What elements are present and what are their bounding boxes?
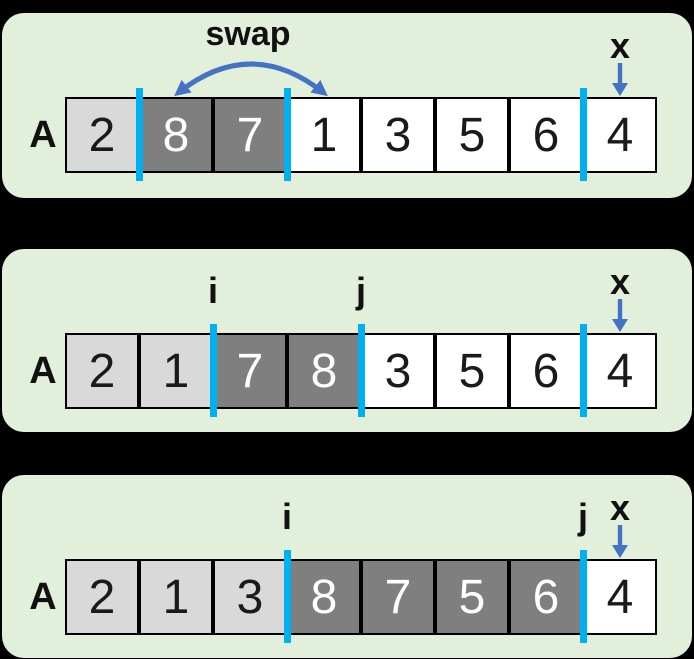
partition-bar xyxy=(579,324,587,417)
array-cell: 8 xyxy=(287,333,361,409)
pivot-label: x xyxy=(609,261,631,302)
partition-bar xyxy=(283,88,291,181)
array-cell: 5 xyxy=(435,333,509,409)
swap-label: swap xyxy=(205,15,291,53)
partition-bar xyxy=(579,88,587,181)
array-cell: 1 xyxy=(139,559,213,635)
array-cell: 7 xyxy=(213,97,287,173)
array-cell: 6 xyxy=(509,333,583,409)
array-label: A xyxy=(29,575,57,618)
pivot-label: x xyxy=(609,487,631,528)
index-label-j: j xyxy=(355,270,366,311)
index-label-i: i xyxy=(281,496,292,537)
swap-arrow-icon xyxy=(174,61,328,97)
array-cell: 4 xyxy=(583,333,657,409)
array-label: A xyxy=(29,113,57,156)
array-cell: 8 xyxy=(139,97,213,173)
array-cell: 2 xyxy=(65,333,139,409)
pivot-label: x xyxy=(609,25,631,66)
array-cell: 8 xyxy=(287,559,361,635)
index-label-j: j xyxy=(577,496,588,537)
partition-bar xyxy=(209,324,217,417)
partition-bar xyxy=(357,324,365,417)
array-cell: 7 xyxy=(213,333,287,409)
pivot-down-arrow-icon xyxy=(612,299,628,332)
array-cell: 5 xyxy=(435,559,509,635)
pivot-down-arrow-icon xyxy=(612,63,628,96)
array-cell: 4 xyxy=(583,559,657,635)
array-cell: 3 xyxy=(213,559,287,635)
array-cell: 4 xyxy=(583,97,657,173)
array-cell: 1 xyxy=(287,97,361,173)
array-cell: 6 xyxy=(509,559,583,635)
array-cell: 5 xyxy=(435,97,509,173)
partition-bar xyxy=(135,88,143,181)
array-cell: 2 xyxy=(65,97,139,173)
array-cell: 2 xyxy=(65,559,139,635)
array-cell: 3 xyxy=(361,97,435,173)
array-cell: 3 xyxy=(361,333,435,409)
partition-bar xyxy=(283,550,291,643)
pivot-down-arrow-icon xyxy=(612,525,628,558)
index-label-i: i xyxy=(207,270,218,311)
array-cell: 7 xyxy=(361,559,435,635)
array-label: A xyxy=(29,349,57,392)
array-cell: 1 xyxy=(139,333,213,409)
partition-bar xyxy=(579,550,587,643)
array-cell: 6 xyxy=(509,97,583,173)
